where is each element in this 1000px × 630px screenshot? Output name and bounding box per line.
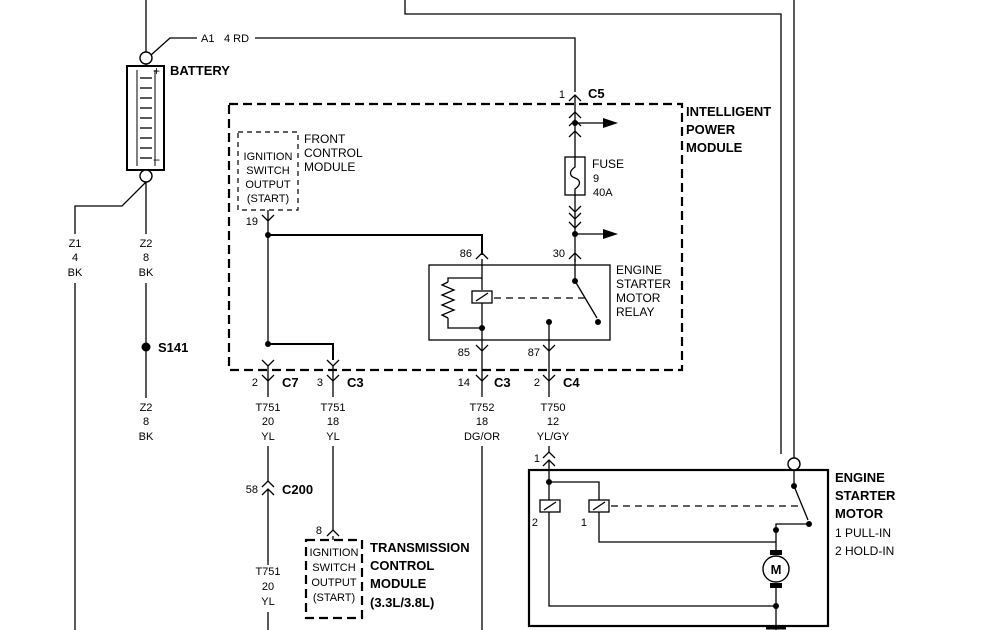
tcm-name-4: (3.3L/3.8L) [370, 595, 434, 610]
top-wires [404, 0, 795, 458]
fcm-name-3: MODULE [304, 160, 355, 174]
tcm-name-2: CONTROL [370, 558, 434, 573]
fcm-name-1: FRONT [304, 132, 346, 146]
starter-name-2: STARTER [835, 488, 896, 503]
tcm-box-3: OUTPUT [311, 577, 357, 589]
splice-dot [141, 342, 151, 352]
starter-relay [428, 264, 611, 341]
starter-name-3: MOTOR [835, 506, 884, 521]
wire-2-color: YL [326, 431, 339, 443]
ipm-title-2: POWER [686, 122, 736, 137]
wire-lower-color: YL [261, 596, 274, 608]
c3-b-name: C3 [494, 375, 511, 390]
intelligent-power-module: INTELLIGENT POWER MODULE 1 C5 FUSE 9 40A… [227, 86, 771, 372]
relay-pin-87: 87 [528, 347, 540, 359]
splice-label: S141 [158, 340, 188, 355]
starter-legend-2: 2 HOLD-IN [835, 544, 894, 558]
arrow-right-icon [603, 229, 618, 239]
z2-upper-circuit: Z2 [140, 238, 153, 250]
tcm-pin: 8 [316, 525, 322, 537]
wire-4-color: YL/GY [537, 431, 570, 443]
starter-name-1: ENGINE [835, 470, 885, 485]
relay-name-2: STARTER [616, 277, 671, 291]
feed-pin: A1 [201, 33, 214, 45]
tcm-name-3: MODULE [370, 576, 427, 591]
wire-lower-gauge: 20 [262, 581, 274, 593]
transmission-control-module: 8 IGNITION SWITCH OUTPUT (START) TRANSMI… [304, 525, 470, 620]
battery-plus: + [153, 64, 160, 78]
tcm-box-2: SWITCH [312, 562, 355, 574]
relay-pin-85: 85 [458, 347, 470, 359]
wire-1-circuit: T751 [255, 402, 280, 414]
arrow-right-icon [603, 118, 618, 128]
z2-lower-circuit: Z2 [140, 402, 153, 414]
c3-a-name: C3 [347, 375, 364, 390]
ipm-title-3: MODULE [686, 140, 743, 155]
z2-lower-color: BK [139, 431, 154, 443]
battery-minus: − [153, 153, 160, 167]
wire-3-circuit: T752 [469, 402, 494, 414]
c200-pin: 58 [246, 484, 258, 496]
fcm-box-2: SWITCH [246, 165, 289, 177]
fcm-box-3: OUTPUT [245, 179, 291, 191]
z2-upper-gauge: 8 [143, 252, 149, 264]
z2-upper-color: BK [139, 267, 154, 279]
wire-lower-circuit: T751 [255, 566, 280, 578]
lower-wires: 58 C200 T751 20 YL [246, 446, 550, 630]
battery-feed-wire: A1 4 RD [150, 33, 576, 92]
fuse-label: FUSE [592, 157, 624, 171]
battery-label: BATTERY [170, 63, 230, 78]
wire-3-gauge: 18 [476, 416, 488, 428]
relay-pin-86: 86 [460, 248, 472, 260]
z2-lower-gauge: 8 [143, 416, 149, 428]
c4-name: C4 [563, 375, 580, 390]
wire-2-circuit: T751 [320, 402, 345, 414]
wire-1-color: YL [261, 431, 274, 443]
fcm-pin: 19 [246, 216, 258, 228]
tcm-name-1: TRANSMISSION [370, 540, 470, 555]
c200-name: C200 [282, 482, 313, 497]
c3-b-pin: 14 [458, 377, 470, 389]
wire-4-circuit: T750 [540, 402, 565, 414]
fuse-number: 9 [593, 173, 599, 185]
fcm-box-4: (START) [247, 193, 289, 205]
c5-name: C5 [588, 86, 605, 101]
motor-label: M [771, 562, 782, 577]
tcm-box-1: IGNITION [310, 547, 359, 559]
c7-pin: 2 [252, 377, 258, 389]
ipm-connectors: 2 C7 3 C3 14 C3 2 C4 [252, 345, 580, 397]
z1-gauge: 4 [72, 252, 78, 264]
relay-name-1: ENGINE [616, 263, 662, 277]
wire-4-gauge: 12 [547, 416, 559, 428]
ipm-title-1: INTELLIGENT [686, 104, 771, 119]
fuse-rating: 40A [593, 187, 613, 199]
z1-color: BK [68, 267, 83, 279]
relay-name-4: RELAY [616, 305, 654, 319]
tcm-box-4: (START) [313, 592, 355, 604]
starter-legend-1: 1 PULL-IN [835, 526, 891, 540]
wire-1-gauge: 20 [262, 416, 274, 428]
wire-labels: T751 20 YL T751 18 YL T752 18 DG/OR T750… [255, 402, 569, 443]
relay-name-3: MOTOR [616, 291, 661, 305]
engine-starter-motor: 1 2 1 M ENGINE STARTER MOTOR [527, 451, 896, 630]
c5-pin: 1 [559, 89, 565, 101]
coil-label-1: 1 [581, 517, 587, 529]
wire-3-color: DG/OR [464, 431, 500, 443]
z1-circuit: Z1 [69, 238, 82, 250]
coil-label-2: 2 [532, 517, 538, 529]
fcm-box-1: IGNITION [244, 151, 293, 163]
motor-symbol [762, 555, 790, 583]
starter-pin: 1 [534, 453, 540, 465]
c3-a-pin: 3 [317, 377, 323, 389]
c4-pin: 2 [534, 377, 540, 389]
relay-pin-30: 30 [553, 248, 565, 260]
fcm-name-2: CONTROL [304, 146, 363, 160]
battery: + − BATTERY [126, 0, 230, 183]
ground-wires: Z1 4 BK Z2 8 BK S141 Z2 8 BK [68, 181, 188, 630]
feed-wire-label: 4 RD [224, 33, 249, 45]
c7-name: C7 [282, 375, 299, 390]
wire-2-gauge: 18 [327, 416, 339, 428]
